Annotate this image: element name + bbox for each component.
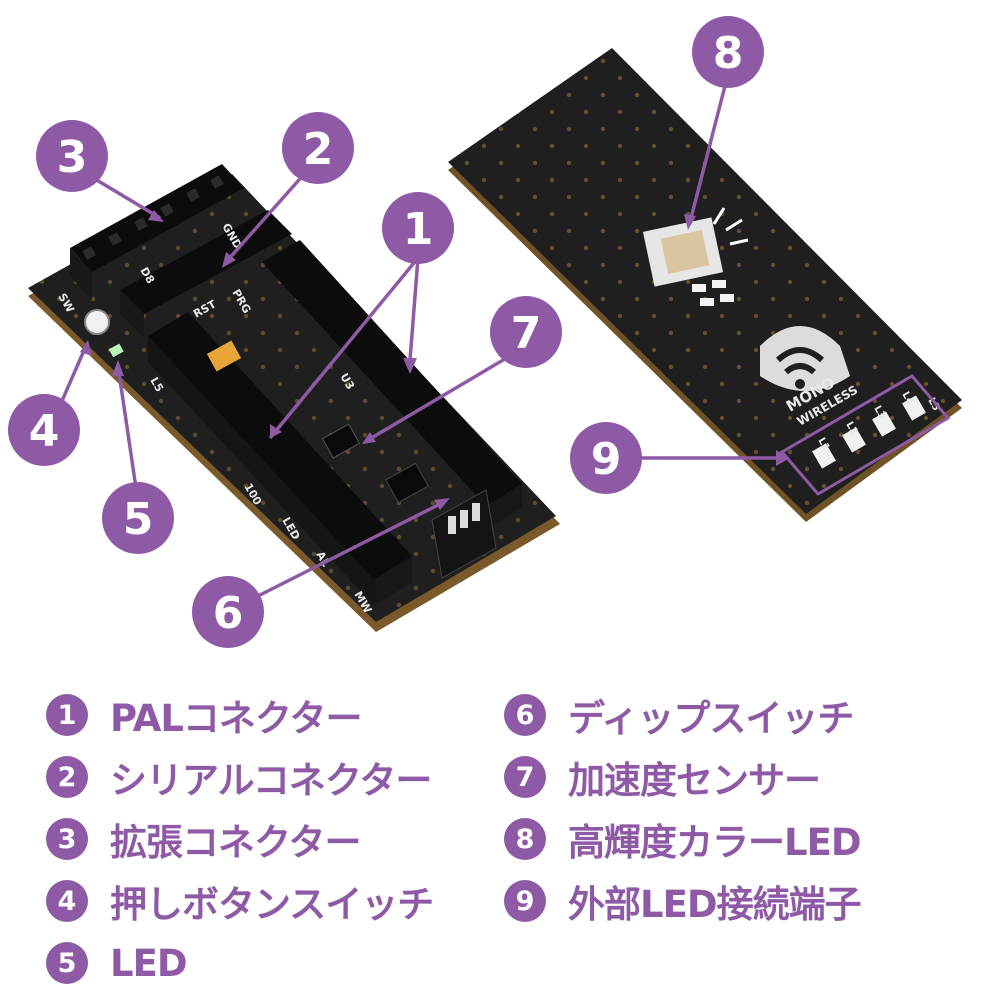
legend-label: 外部LED接続端子	[568, 883, 862, 926]
svg-text:3: 3	[57, 132, 88, 183]
svg-text:1: 1	[403, 204, 434, 255]
svg-text:4: 4	[29, 406, 60, 457]
pal-header-back	[262, 240, 522, 530]
color-led	[642, 207, 749, 306]
legend-badge: 9	[504, 880, 546, 922]
callout-1: 1	[382, 192, 454, 264]
front-board: GND D8 SW PRG RST U3 L5 100 LED AL MW	[28, 164, 560, 632]
callout-3: 3	[36, 120, 108, 192]
legend-badge: 5	[46, 942, 88, 984]
legend-item-7: 7 加速度センサー	[504, 746, 861, 808]
callout-5: 5	[102, 482, 174, 554]
legend-label: 高輝度カラーLED	[568, 821, 862, 864]
back-board: MONO WIRELESS L1 L2 L3 L4 L5	[448, 48, 962, 522]
legend-item-8: 8 高輝度カラーLED	[504, 808, 862, 870]
legend-label: 押しボタンスイッチ	[110, 883, 434, 926]
svg-text:2: 2	[303, 124, 334, 175]
callout-2: 2	[282, 112, 354, 184]
legend-label: PALコネクター	[110, 697, 362, 740]
status-led	[108, 343, 124, 358]
dip-switch	[431, 489, 497, 579]
led-pads-highlight	[779, 374, 951, 496]
callout-6: 6	[192, 576, 264, 648]
legend-badge: 4	[46, 880, 88, 922]
legend-label: 加速度センサー	[568, 759, 821, 802]
legend-item-6: 6 ディップスイッチ	[504, 684, 861, 746]
callout-7: 7	[490, 296, 562, 368]
brand-logo	[760, 326, 850, 391]
accelerometer-chip	[321, 423, 361, 459]
pal-header-front	[148, 312, 412, 606]
silk-l5: L5	[147, 375, 166, 394]
svg-text:8: 8	[713, 28, 744, 79]
legend: 1 PALコネクター 2 シリアルコネクター 3 拡張コネクター 4 押しボタン…	[0, 684, 1000, 1000]
legend-item-9: 9 外部LED接続端子	[504, 870, 862, 932]
legend-label: シリアルコネクター	[110, 759, 432, 802]
legend-badge: 6	[504, 694, 546, 736]
legend-badge: 8	[504, 818, 546, 860]
svg-text:5: 5	[123, 494, 154, 545]
legend-item-4: 4 押しボタンスイッチ	[46, 870, 434, 932]
legend-label: 拡張コネクター	[110, 821, 362, 864]
push-button	[84, 309, 110, 335]
legend-badge: 1	[46, 694, 88, 736]
legend-badge: 2	[46, 756, 88, 798]
svg-text:9: 9	[591, 434, 622, 485]
legend-badge: 3	[46, 818, 88, 860]
legend-item-5: 5 LED	[46, 932, 433, 994]
callout-4: 4	[8, 394, 80, 466]
legend-label: LED	[110, 941, 188, 985]
callout-8: 8	[692, 16, 764, 88]
legend-column-left: 1 PALコネクター 2 シリアルコネクター 3 拡張コネクター 4 押しボタン…	[46, 684, 434, 994]
board-diagram: GND D8 SW PRG RST U3 L5 100 LED AL MW	[8, 16, 962, 648]
svg-text:6: 6	[213, 588, 244, 639]
led-pads	[812, 395, 926, 469]
callout-9: 9	[570, 422, 642, 494]
legend-item-2: 2 シリアルコネクター	[46, 746, 433, 808]
legend-item-3: 3 拡張コネクター	[46, 808, 433, 870]
svg-text:7: 7	[511, 308, 542, 359]
tantalum-cap	[206, 340, 242, 372]
legend-column-right: 6 ディップスイッチ 7 加速度センサー 8 高輝度カラーLED 9 外部LED…	[504, 684, 862, 932]
leader-lines	[56, 81, 790, 598]
legend-label: ディップスイッチ	[568, 697, 854, 740]
legend-item-1: 1 PALコネクター	[46, 684, 433, 746]
legend-badge: 7	[504, 756, 546, 798]
